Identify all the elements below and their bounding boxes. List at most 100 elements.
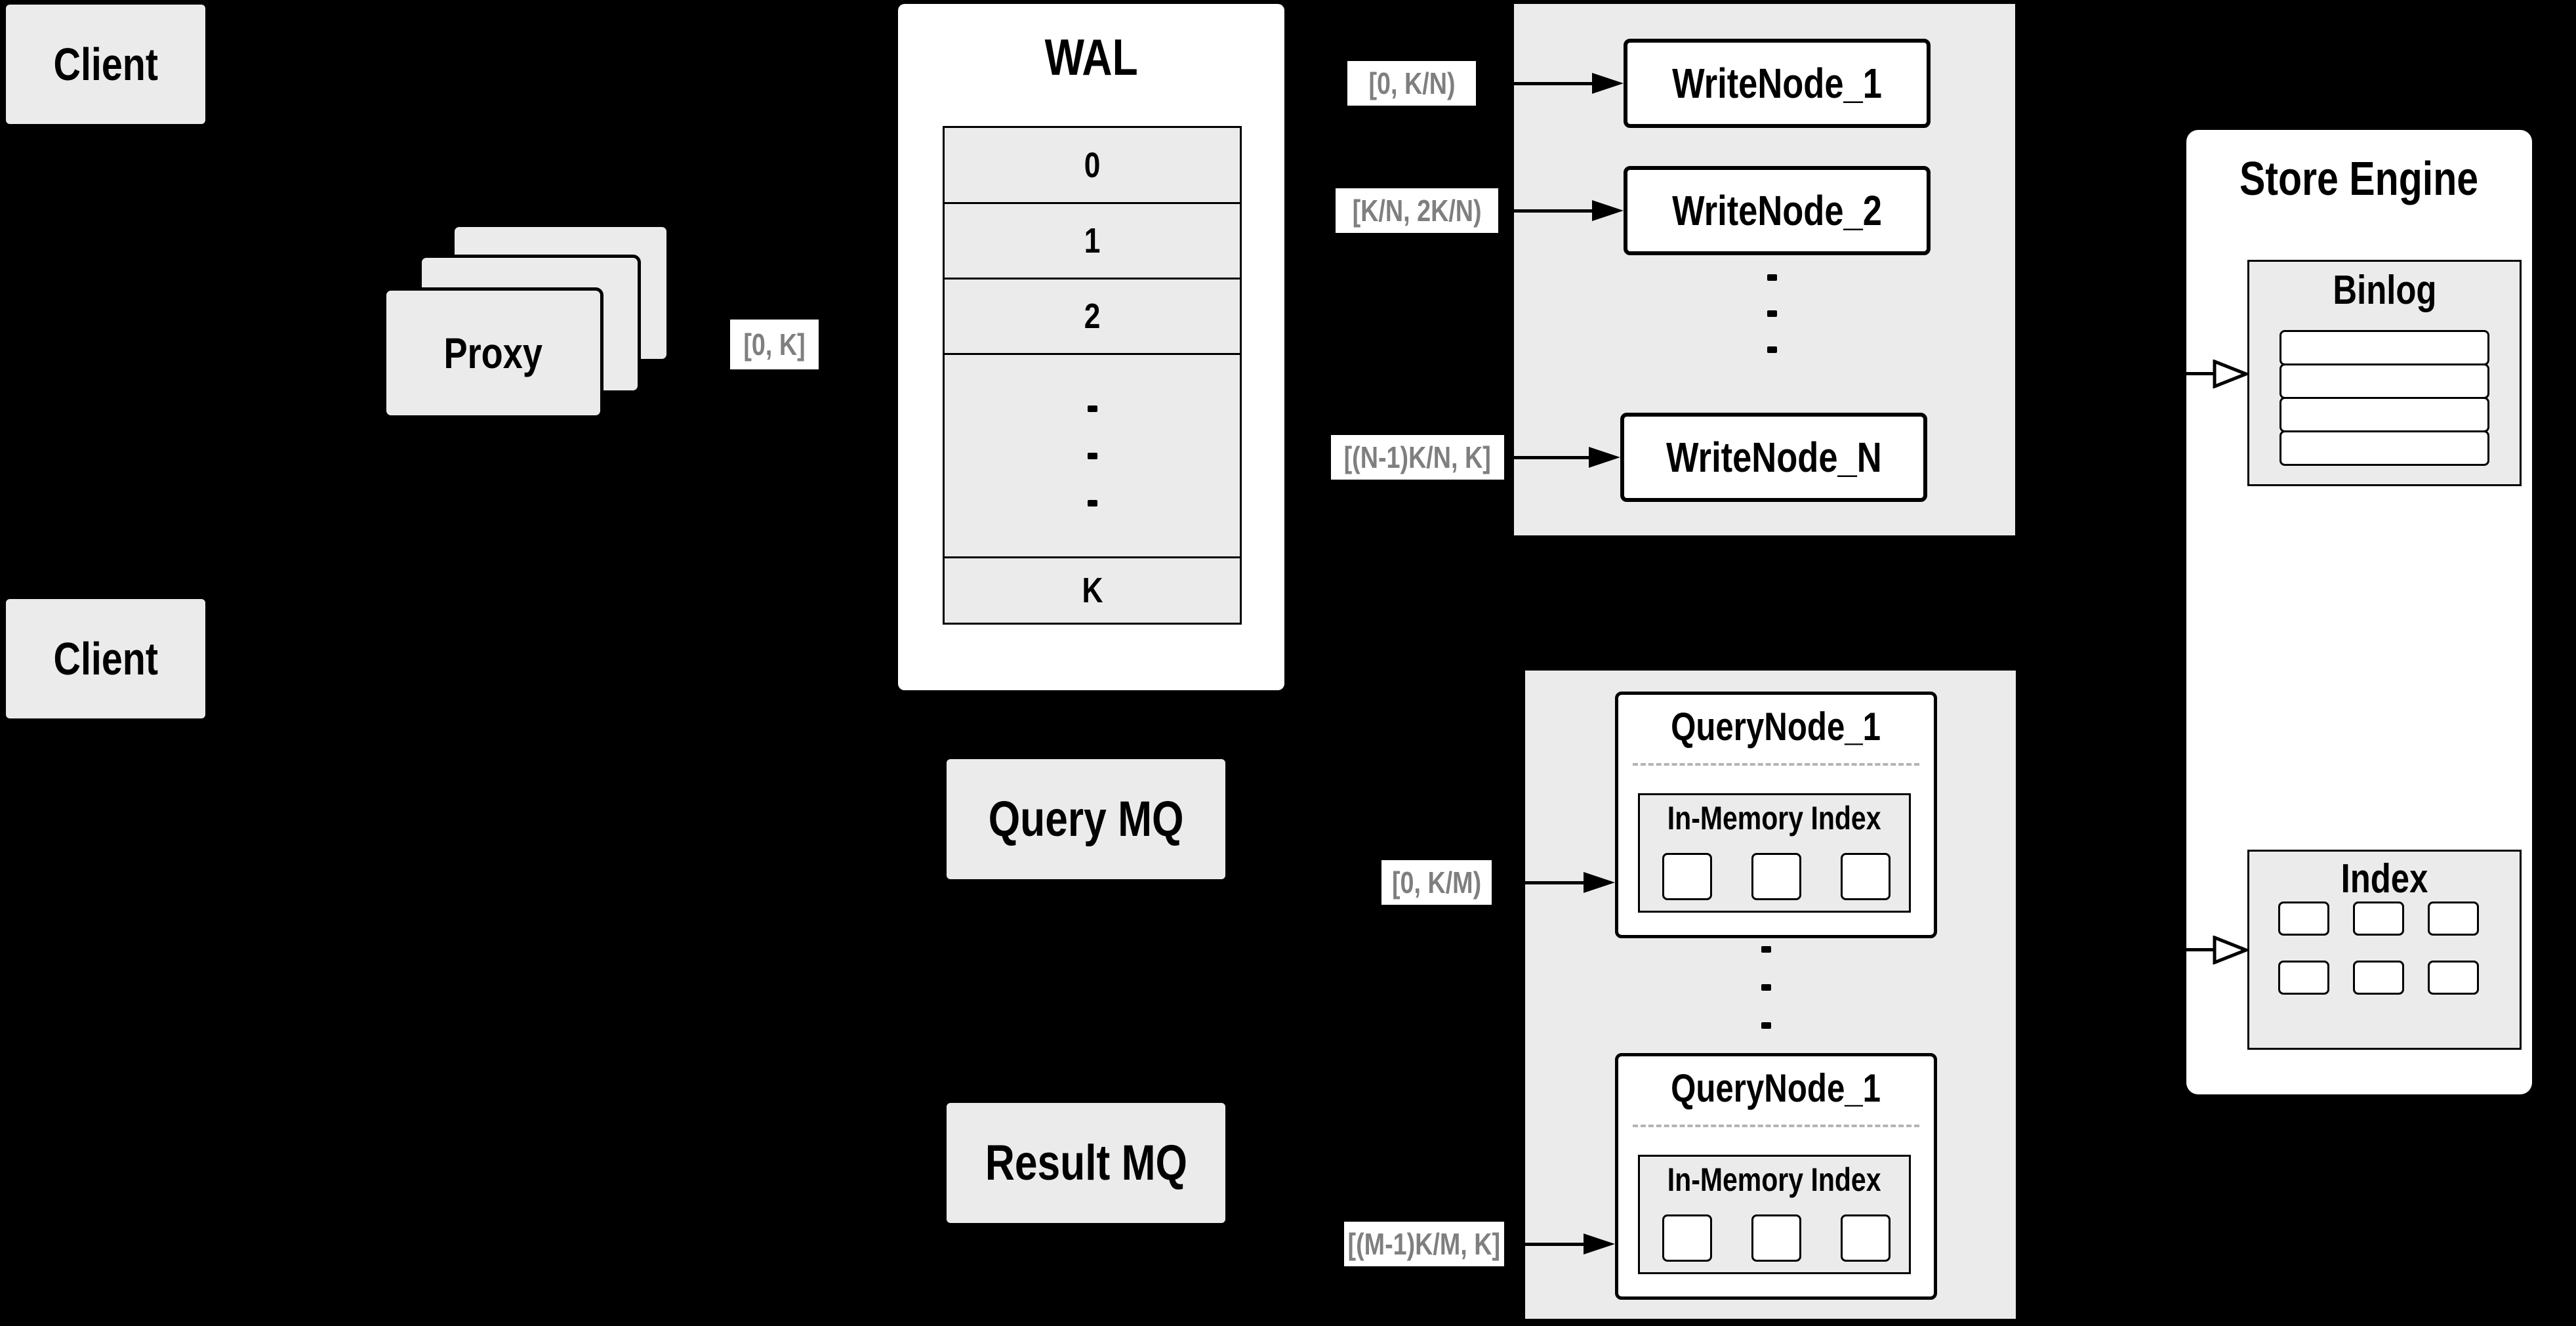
index-cell [2278, 961, 2329, 995]
range-label-query-last-text: [(M-1)K/M, K] [1347, 1227, 1501, 1261]
writenode-1-box: WriteNode_1 [1624, 39, 1931, 128]
wal-row-2: 2 [945, 278, 1240, 353]
store-engine-title-text: Store Engine [2239, 153, 2479, 205]
querynode-bottom-title-text: QueryNode_1 [1671, 1066, 1881, 1110]
memory-segment-cell [1751, 853, 1801, 900]
in-memory-index-box-top: In-Memory Index [1638, 793, 1911, 913]
client-box-bottom: Client [6, 599, 205, 718]
range-label-write-2: [K/N, 2K/N) [1336, 188, 1498, 233]
arrow-line-querynode-top [1525, 881, 1584, 884]
ellipsis-dot [1087, 499, 1097, 507]
ellipsis-dot [1767, 310, 1777, 317]
querynode-container: QueryNode_1 In-Memory Index QueryNode_1 [1523, 669, 2018, 1321]
memory-segment-cell [1841, 853, 1891, 900]
querynode-bottom-title: QueryNode_1 [1618, 1066, 1934, 1111]
range-label-query-first-text: [0, K/M) [1391, 865, 1482, 900]
query-mq-box: Query MQ [947, 759, 1225, 879]
ellipsis-dot [1761, 984, 1771, 991]
store-engine-box: Store Engine Binlog Index [2186, 130, 2532, 1094]
index-title: Index [2249, 856, 2520, 902]
client-top-label: Client [53, 39, 158, 90]
arrow-line-querynode-bottom [1525, 1243, 1584, 1246]
wal-row-0: 0 [945, 128, 1240, 202]
memory-segment-cell [1662, 853, 1712, 900]
ellipsis-dot [1767, 274, 1777, 281]
wal-row-2-label: 2 [1084, 297, 1101, 336]
arrow-line-writenode-1 [1514, 82, 1593, 85]
index-cell [2278, 901, 2329, 936]
arrow-line-into-index [2186, 948, 2214, 951]
querynode-top-title-text: QueryNode_1 [1671, 705, 1881, 749]
wal-title: WAL [898, 28, 1284, 87]
writenode-2-box: WriteNode_2 [1624, 166, 1931, 255]
arrow-line-writenode-n [1514, 456, 1590, 459]
proxy-card-front: Proxy [383, 287, 603, 419]
querynode-top-box: QueryNode_1 In-Memory Index [1615, 692, 1937, 938]
querynode-top-title: QueryNode_1 [1618, 704, 1934, 749]
proxy-label: Proxy [443, 329, 543, 377]
open-arrowhead-binlog-icon [2213, 360, 2248, 388]
querynode-ellipsis [1761, 946, 1771, 1029]
querynode-top-divider [1633, 763, 1919, 766]
client-bottom-label: Client [53, 633, 158, 684]
arrow-line-writenode-2 [1514, 209, 1593, 213]
memory-segment-cell [1662, 1214, 1712, 1262]
querynode-bottom-divider [1633, 1125, 1919, 1127]
ellipsis-dot [1761, 1022, 1771, 1029]
wal-row-1-label: 1 [1084, 221, 1101, 260]
wal-ellipsis-row [945, 353, 1240, 556]
ellipsis-dot [1087, 452, 1097, 459]
range-label-write-1-text: [0, K/N) [1368, 66, 1456, 100]
arrow-head-writenode-n [1589, 447, 1620, 468]
writenode-ellipsis [1767, 274, 1777, 353]
writenode-1-label: WriteNode_1 [1672, 60, 1882, 107]
binlog-title: Binlog [2249, 267, 2520, 314]
range-label-write-n: [(N-1)K/N, K] [1331, 435, 1504, 480]
query-mq-label: Query MQ [988, 791, 1184, 847]
in-memory-index-title-bottom: In-Memory Index [1640, 1161, 1909, 1199]
open-arrowhead-index-icon [2213, 936, 2248, 964]
binlog-row [2280, 397, 2489, 432]
in-memory-index-title-top-text: In-Memory Index [1667, 800, 1881, 837]
index-cell [2353, 961, 2404, 995]
result-mq-box: Result MQ [947, 1103, 1225, 1223]
writenode-2-label: WriteNode_2 [1672, 187, 1882, 234]
in-memory-index-title-bottom-text: In-Memory Index [1667, 1161, 1881, 1198]
range-label-query-last: [(M-1)K/M, K] [1344, 1222, 1504, 1266]
memory-segment-cell [1841, 1214, 1891, 1262]
arrow-head-writenode-2 [1592, 200, 1624, 221]
wal-row-k: K [945, 556, 1240, 623]
in-memory-index-box-bottom: In-Memory Index [1638, 1155, 1911, 1274]
wal-table: 0 1 2 K [943, 126, 1242, 625]
range-label-proxy-to-wal: [0, K] [730, 320, 819, 369]
writenode-n-box: WriteNode_N [1620, 413, 1927, 502]
binlog-rows [2280, 330, 2489, 466]
binlog-row [2280, 363, 2489, 399]
store-engine-title: Store Engine [2186, 152, 2532, 206]
querynode-bottom-box: QueryNode_1 In-Memory Index [1615, 1053, 1937, 1300]
range-label-proxy-to-wal-text: [0, K] [743, 327, 806, 362]
index-cell [2428, 901, 2479, 936]
binlog-title-text: Binlog [2332, 268, 2437, 313]
index-cell [2428, 961, 2479, 995]
result-mq-label: Result MQ [985, 1135, 1187, 1191]
range-label-query-first: [0, K/M) [1381, 860, 1492, 905]
in-memory-index-title-top: In-Memory Index [1640, 799, 1909, 837]
wal-title-text: WAL [1044, 28, 1138, 86]
arrow-head-querynode-top [1584, 872, 1615, 893]
arrow-head-querynode-bottom [1584, 1233, 1615, 1254]
binlog-box: Binlog [2247, 260, 2522, 486]
index-box: Index [2247, 850, 2522, 1050]
arrow-head-writenode-1 [1592, 73, 1624, 94]
range-label-write-n-text: [(N-1)K/N, K] [1343, 440, 1492, 474]
proxy-stack: Proxy [367, 210, 708, 433]
index-title-text: Index [2341, 856, 2428, 901]
wal-box: WAL 0 1 2 K [898, 4, 1284, 690]
ellipsis-dot [1767, 346, 1777, 353]
arrow-line-into-binlog [2186, 372, 2214, 375]
wal-row-0-label: 0 [1084, 145, 1101, 185]
memory-segment-cell [1751, 1214, 1801, 1262]
binlog-row [2280, 330, 2489, 365]
wal-row-k-label: K [1082, 571, 1103, 610]
binlog-row [2280, 430, 2489, 466]
